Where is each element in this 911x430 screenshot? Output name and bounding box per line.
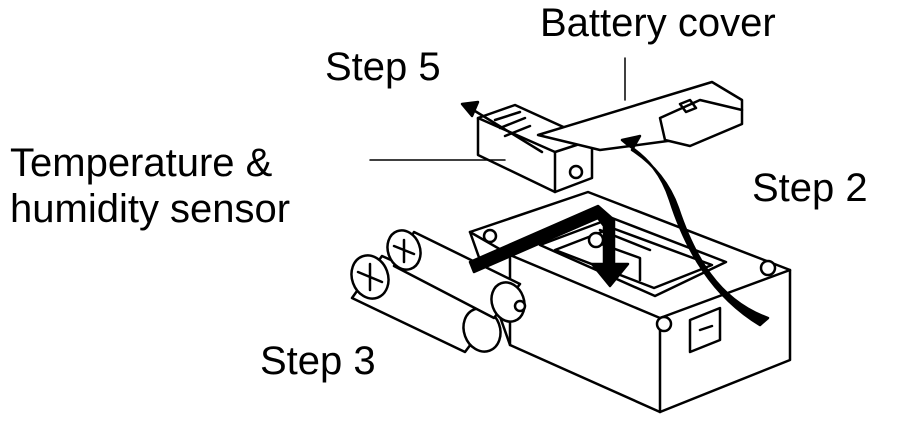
sensor-label-line2: humidity sensor: [10, 187, 291, 231]
battery-1: [350, 254, 502, 354]
arrow-step3: [468, 204, 630, 288]
step3-label: Step 3: [260, 339, 376, 383]
device-body: [468, 190, 792, 414]
battery-cover: [536, 80, 744, 152]
sensor-label: Temperature & humidity sensor: [10, 140, 290, 232]
battery-2: [386, 229, 527, 323]
arrow-step2: [620, 134, 770, 327]
arrow-step5: [460, 100, 544, 154]
battery-cover-label: Battery cover: [540, 1, 776, 45]
sensor-label-line1: Temperature &: [10, 141, 273, 185]
step5-label: Step 5: [325, 45, 441, 89]
step2-label: Step 2: [752, 166, 868, 210]
